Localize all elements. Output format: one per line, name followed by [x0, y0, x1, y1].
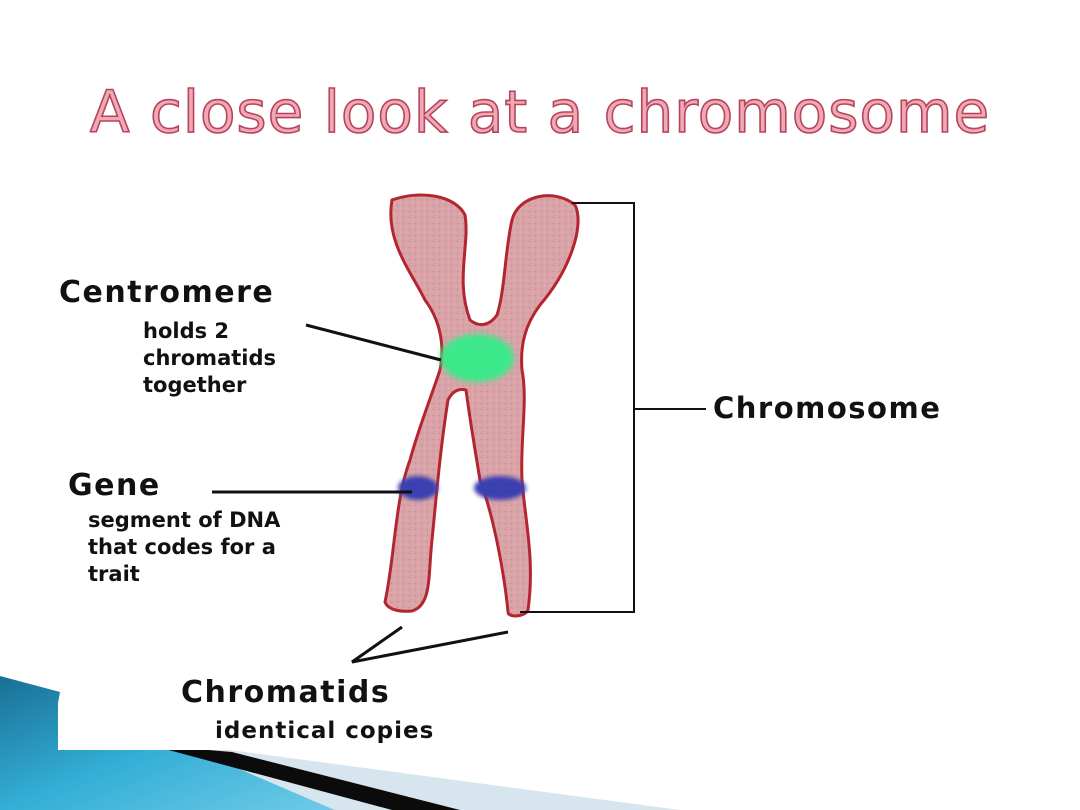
chromatids-pointer — [351, 625, 509, 664]
centromere-spot — [440, 334, 514, 382]
centromere-description-line: holds 2 — [143, 319, 230, 343]
gene-description-line: segment of DNA — [88, 508, 281, 532]
centromere-pointer — [305, 323, 442, 362]
chromosome-shape — [383, 193, 580, 618]
centromere-description-line: chromatids — [143, 346, 277, 370]
slide-title: A close look at a chromosome — [89, 77, 991, 147]
gene-band-right — [474, 476, 526, 500]
chromosome-bracket — [520, 202, 635, 613]
centromere-label: Centromere — [59, 275, 275, 310]
gene-description-line: trait — [88, 562, 140, 586]
centromere-description-line: together — [143, 373, 247, 397]
gene-description-line: that codes for a — [88, 535, 276, 559]
gene-label: Gene — [68, 468, 161, 503]
gene-band-left — [398, 476, 438, 500]
gene-description: segment of DNA that codes for a trait — [88, 507, 280, 588]
centromere-description: holds 2 chromatids together — [143, 318, 276, 399]
chromosome-label: Chromosome — [713, 391, 942, 425]
corner-accent — [0, 676, 680, 810]
chromatids-label: Chromatids — [181, 675, 391, 710]
chromatids-description: identical copies — [215, 718, 435, 744]
